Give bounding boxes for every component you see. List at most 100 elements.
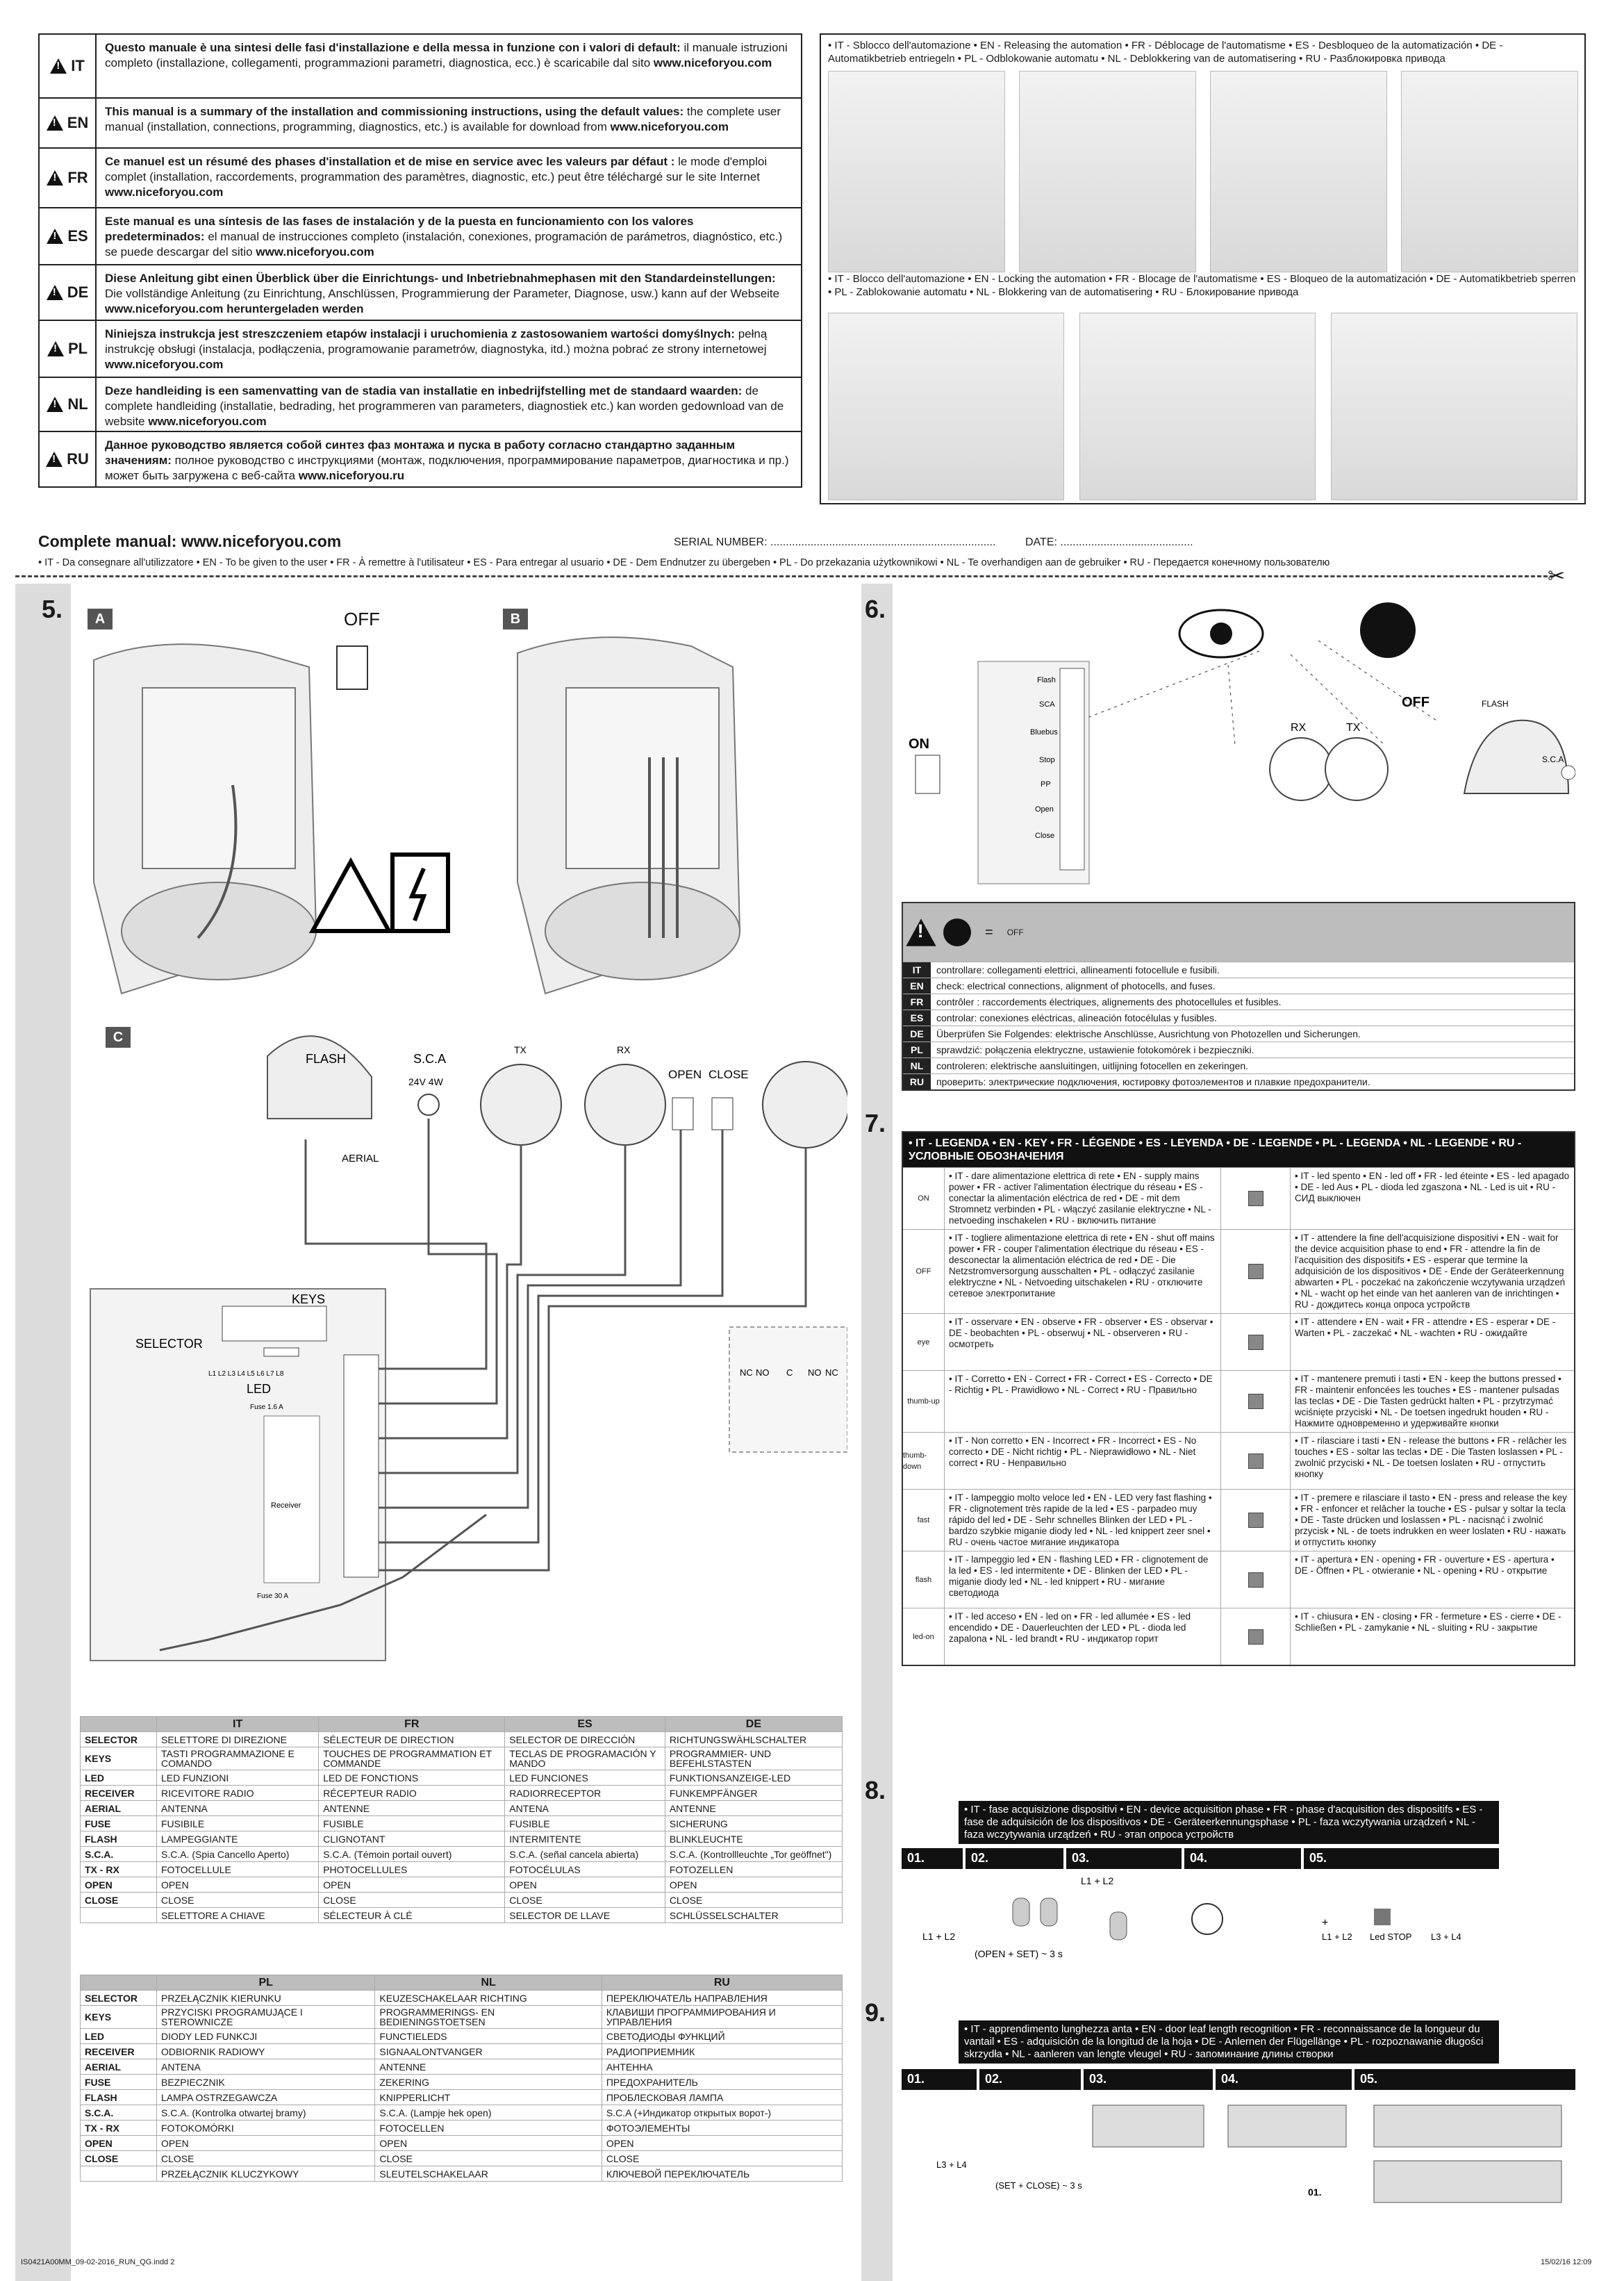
website-link[interactable]: www.niceforyou.ru [298, 469, 405, 482]
svg-text:AERIAL: AERIAL [342, 1153, 379, 1164]
svg-text:L1 + L2: L1 + L2 [1081, 1875, 1113, 1886]
svg-text:ON: ON [909, 736, 929, 752]
table-cell: TX - RX [80, 2120, 157, 2136]
svg-text:L1 + L2: L1 + L2 [1322, 1932, 1352, 1942]
section-5-number: 5. [42, 595, 63, 623]
legend-symbol-icon [1248, 1629, 1263, 1645]
legend-row: OFF• IT - togliere alimentazione elettri… [903, 1229, 1574, 1313]
website-link[interactable]: www.niceforyou.com heruntergeladen werde… [105, 302, 364, 315]
lang-row-fr: FR Ce manuel est un résumé des phases d'… [40, 149, 801, 208]
OFF-icon: OFF [903, 1230, 945, 1313]
table-cell: FUSIBLE [318, 1815, 506, 1831]
website-link[interactable]: www.niceforyou.com [105, 358, 224, 371]
warning-icon [50, 58, 67, 74]
table-cell: RICHTUNGSWÄHLSCHALTER [664, 1731, 843, 1747]
tag-c: C [106, 1027, 131, 1048]
table-cell: SELECTOR DE LLAVE [504, 1907, 665, 1923]
finger-press-icon [1040, 1897, 1058, 1927]
table-cell: PHOTOCELLULES [318, 1861, 506, 1877]
table-cell: S.C.A. (Témoin portail ouvert) [318, 1846, 506, 1862]
table-cell: CLOSE [601, 2150, 843, 2166]
language-code: FR [903, 994, 931, 1010]
table-cell: OPEN [80, 2135, 157, 2151]
photocell-rx-icon [1269, 737, 1333, 801]
legend-left-text: • IT - lampeggio led • EN - flashing LED… [945, 1551, 1221, 1608]
svg-text:(OPEN + SET) ~ 3 s: (OPEN + SET) ~ 3 s [975, 1948, 1063, 1959]
lang-row-nl: NL Deze handleiding is een samenvatting … [40, 378, 801, 432]
checklist-text: sprawdzić: połączenia elektryczne, ustaw… [936, 1044, 1254, 1055]
svg-text:LED: LED [247, 1382, 271, 1396]
serial-number-field[interactable]: SERIAL NUMBER: .........................… [674, 536, 996, 548]
table-cell: RECEIVER [80, 1785, 157, 1801]
legend-right-text: • IT - rilasciare i tasti • EN - release… [1295, 1435, 1567, 1479]
checklist-text: проверить: электрические подключения, юс… [936, 1076, 1370, 1087]
lang-row-es: ES Este manual es una síntesis de las fa… [40, 208, 801, 265]
table-cell: SELECTOR DE DIRECCIÓN [504, 1731, 665, 1747]
legend-symbol-icon [1248, 1264, 1263, 1279]
svg-text:(SET + CLOSE) ~ 3 s: (SET + CLOSE) ~ 3 s [995, 2180, 1082, 2191]
legend-symbol-icon [1248, 1453, 1263, 1469]
section-6-illustrations: ON Flash SCA Bluebus Stop PP Open Close … [909, 602, 1575, 884]
website-link[interactable]: www.niceforyou.com [610, 120, 729, 133]
svg-text:Fuse 30 A: Fuse 30 A [257, 1592, 288, 1600]
photocell-tx-icon [480, 1064, 562, 1146]
table-cell: FUSE [80, 1815, 157, 1831]
legend-symbol [1221, 1433, 1291, 1489]
table-cell: ANTENNE [664, 1800, 843, 1816]
lock-caption: • IT - Blocco dell'automazione • EN - Lo… [828, 273, 1576, 298]
footer-date: 15/02/16 12:09 [1541, 2258, 1592, 2266]
website-link[interactable]: www.niceforyou.com [653, 56, 772, 69]
language-code: NL [903, 1058, 931, 1073]
checklist-text: Überprüfen Sie Folgendes: elektrische An… [936, 1028, 1361, 1039]
table-cell: CLOSE [664, 1892, 843, 1908]
table-cell: FUSIBLE [504, 1815, 665, 1831]
table-cell: PROGRAMMIER- UND BEFEHLSTASTEN [664, 1747, 843, 1770]
flash-lamp-icon [1463, 719, 1570, 794]
website-link[interactable]: www.niceforyou.com [256, 245, 374, 258]
website-link[interactable]: www.niceforyou.com [148, 415, 267, 428]
table-cell: TX - RX [80, 1861, 157, 1877]
table-cell: LAMPA OSTRZEGAWCZA [156, 2089, 376, 2105]
section-7-number: 7. [865, 1109, 886, 1137]
table-cell: PRZEŁĄCZNIK KIERUNKU [156, 1990, 376, 2006]
legend-right-text: • IT - mantenere premuti i tasti • EN - … [1295, 1374, 1561, 1428]
table-row: S.C.A.S.C.A. (Kontrolka otwartej bramy)S… [80, 2105, 843, 2121]
photocell-rx-icon [584, 1064, 666, 1146]
legend-right-text: • IT - attendere la fine dell'acquisizio… [1295, 1233, 1566, 1310]
key-selector-contacts [729, 1326, 847, 1453]
table-cell: SELECTOR [80, 1731, 157, 1747]
table-cell: S.C.A. (Kontrolka otwartej bramy) [156, 2105, 376, 2121]
legend-row: ON• IT - dare alimentazione elettrica di… [903, 1167, 1574, 1229]
lang-row-ru: RU Данное руководство является собой син… [40, 432, 801, 486]
table-cell: FLASH [80, 2089, 157, 2105]
warning-icon [47, 229, 64, 244]
table-cell: CLOSE [156, 2150, 376, 2166]
lock-photo-1 [828, 313, 1064, 500]
table-cell: KEUZESCHAKELAAR RICHTING [374, 1990, 602, 2006]
section-8-illustrations: L1 + L2 (OPEN + SET) ~ 3 s L1 + L2 + L1 … [922, 1875, 1461, 1959]
website-link[interactable]: www.niceforyou.com [105, 186, 224, 199]
table-row: S.C.A.S.C.A. (Spia Cancello Aperto)S.C.A… [80, 1846, 843, 1862]
photocell-tx-icon [1325, 737, 1389, 801]
terminal-block [343, 1354, 379, 1578]
release-photo-2 [1019, 71, 1196, 272]
svg-text:KEYS: KEYS [292, 1292, 325, 1306]
legend-symbol [1221, 1168, 1291, 1229]
legend-left-text: • IT - dare alimentazione elettrica di r… [945, 1168, 1221, 1229]
warning-icon [47, 397, 64, 412]
svg-text:RX: RX [1291, 722, 1307, 734]
table-cell: SÉLECTEUR DE DIRECTION [318, 1731, 506, 1747]
flash-lamp-icon [267, 1035, 372, 1119]
table-cell: РАДИОПРИЕМНИК [601, 2043, 843, 2059]
date-field[interactable]: DATE: ..................................… [1025, 536, 1193, 548]
table-cell [80, 1907, 157, 1923]
table-cell: DIODY LED FUNKCJI [156, 2028, 376, 2044]
svg-text:NC: NC [740, 1367, 753, 1378]
middle-rail [861, 584, 893, 2281]
